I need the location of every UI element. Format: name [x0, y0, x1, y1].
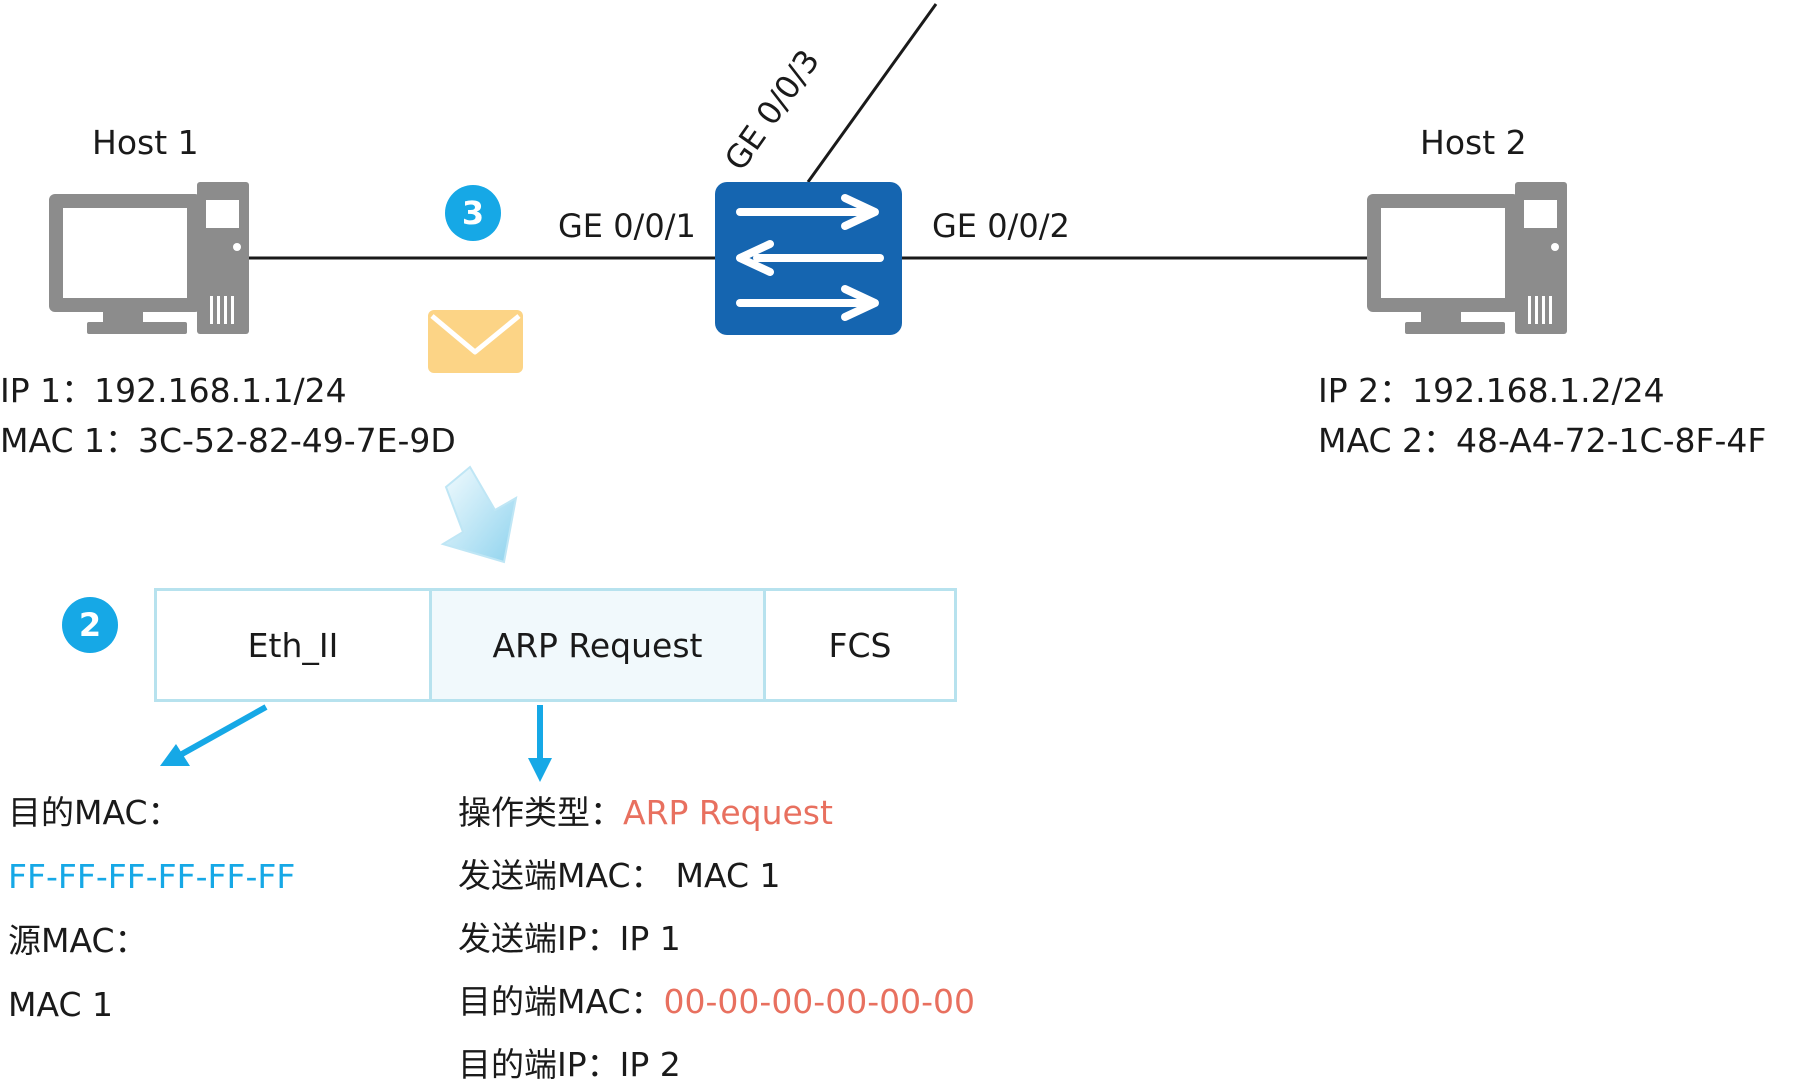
frame-eth-ii-label: Eth_II — [247, 625, 339, 665]
host2-mac-value: 48-A4-72-1C-8F-4F — [1456, 421, 1767, 460]
host1-name: Host 1 — [92, 123, 199, 162]
arp-op-value: ARP Request — [623, 793, 833, 832]
arp-target-ip-value: IP 2 — [619, 1045, 681, 1084]
host2-mac-label: MAC 2： — [1318, 421, 1456, 460]
arp-target-mac-value: 00-00-00-00-00-00 — [663, 982, 976, 1021]
frame-arp-request-label: ARP Request — [492, 625, 703, 665]
host1-mac-label: MAC 1： — [0, 421, 138, 460]
host1-ip: IP 1：192.168.1.1/24 — [0, 370, 347, 412]
arp-sender-mac-value: MAC 1 — [675, 856, 781, 895]
port-ge001-label: GE 0/0/1 — [558, 207, 696, 245]
host1-mac: MAC 1：3C-52-82-49-7E-9D — [0, 420, 456, 462]
frame-fcs-cell: FCS — [763, 588, 957, 702]
host1-computer-icon — [49, 182, 249, 334]
host2-ip: IP 2：192.168.1.2/24 — [1318, 370, 1665, 412]
host1-mac-value: 3C-52-82-49-7E-9D — [138, 421, 456, 460]
arp-sender-mac-row: 发送端MAC： MAC 1 — [458, 855, 781, 897]
host1-ip-value: 192.168.1.1/24 — [94, 371, 347, 410]
arp-fields-arrow — [528, 705, 552, 782]
arp-target-mac-row: 目的端MAC：00-00-00-00-00-00 — [458, 981, 975, 1023]
host2-ip-label: IP 2： — [1318, 371, 1413, 410]
host1-ip-label: IP 1： — [0, 371, 95, 410]
eth-src-mac-value: MAC 1 — [8, 985, 113, 1024]
switch-icon — [715, 182, 902, 335]
host2-mac: MAC 2：48-A4-72-1C-8F-4F — [1318, 420, 1766, 462]
down-pointer-arrow — [440, 465, 518, 564]
arp-op-label: 操作类型： — [458, 793, 623, 832]
host2-ip-value: 192.168.1.2/24 — [1412, 371, 1665, 410]
arp-sender-ip-label: 发送端IP： — [458, 919, 620, 958]
frame-fcs-label: FCS — [828, 625, 892, 665]
eth-dst-mac-value: FF-FF-FF-FF-FF-FF — [8, 857, 296, 896]
envelope-icon — [428, 310, 523, 373]
arp-sender-ip-row: 发送端IP：IP 1 — [458, 918, 681, 960]
step-3-badge: 3 — [445, 185, 501, 241]
eth-src-mac-label: 源MAC： — [8, 921, 148, 960]
frame-eth-ii-cell: Eth_II — [154, 588, 432, 702]
host2-name: Host 2 — [1420, 123, 1527, 162]
port-ge002-label: GE 0/0/2 — [932, 207, 1070, 245]
arp-target-ip-label: 目的端IP： — [458, 1045, 620, 1084]
frame-arp-request-cell: ARP Request — [429, 588, 766, 702]
arp-op-row: 操作类型：ARP Request — [458, 792, 833, 834]
link-switch-up — [806, 3, 938, 183]
eth-dst-mac-label: 目的MAC： — [8, 793, 181, 832]
eth-fields-arrow — [160, 704, 268, 766]
host2-computer-icon — [1367, 182, 1567, 334]
arp-target-mac-label: 目的端MAC： — [458, 982, 664, 1021]
arp-target-ip-row: 目的端IP：IP 2 — [458, 1044, 681, 1086]
arp-sender-mac-label: 发送端MAC： — [458, 856, 664, 895]
step-2-badge: 2 — [62, 597, 118, 653]
arp-sender-ip-value: IP 1 — [619, 919, 681, 958]
